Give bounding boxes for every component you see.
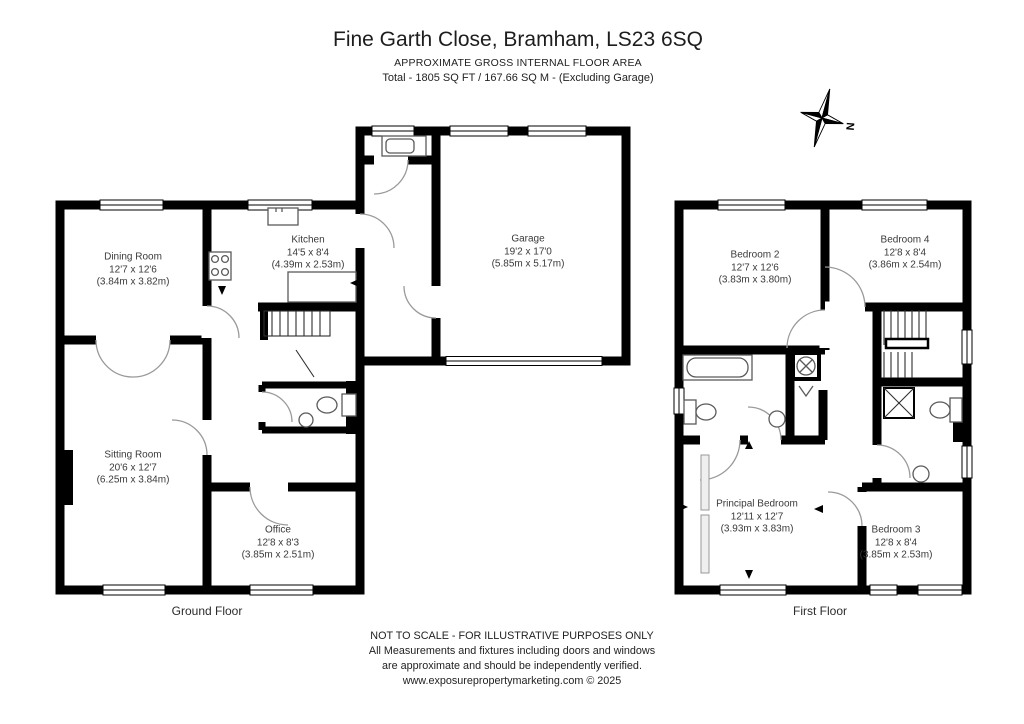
oven-icon [267,207,299,226]
wardrobe [700,514,710,574]
room-name: Bedroom 4 [880,234,930,246]
stair-rail [884,337,930,350]
compass-icon: N [800,88,856,148]
double-door-arc [132,339,171,378]
room-name: Kitchen [291,234,325,246]
ground-floor-plan [55,125,631,596]
threshold-arrow [218,286,226,295]
room-label-bedroom-2: Bedroom 2 12'7 x 12'6 (3.83m x 3.80m) [719,249,792,287]
door-arc [824,266,866,308]
room-dims-metric: (3.85m x 2.51m) [241,549,315,561]
threshold-arrow [350,279,359,287]
room-dims-metric: (3.83m x 3.80m) [718,274,792,286]
staircase-first [883,310,930,378]
door-arc [206,305,240,339]
disclaimer: NOT TO SCALE - FOR ILLUSTRATIVE PURPOSES… [369,629,655,689]
room-dims-imperial: 12'7 x 12'6 [109,263,157,275]
room-dims-metric: (5.85m x 5.17m) [491,258,565,270]
room-dims-metric: (6.25m x 3.84m) [96,474,170,486]
door-arc [827,491,863,527]
kitchen-counter [287,271,357,303]
door-arc [261,391,293,423]
room-dims-imperial: 12'8 x 8'3 [256,536,300,548]
room-label-dining-room: Dining Room 12'7 x 12'6 (3.84m x 3.82m) [97,251,170,289]
room-dims-imperial: 12'8 x 8'4 [874,536,918,548]
first-floor-windows [673,199,973,596]
room-name: Bedroom 2 [730,249,780,261]
total-area-line: Total - 1805 SQ FT / 167.66 SQ M - (Excl… [382,72,654,84]
room-label-office: Office 12'8 x 8'3 (3.85m x 2.51m) [242,524,315,562]
understairs-door [295,349,315,378]
door-arc [359,213,395,249]
door-arc [403,285,437,319]
door-arc [249,486,289,526]
ground-floor-windows [99,125,603,596]
door-arc [171,419,208,456]
first-floor-fixtures [679,351,963,579]
hob-icon [208,251,232,281]
wc-toilet-icon [341,393,357,417]
room-name: Sitting Room [104,449,162,461]
room-dims-imperial: 12'11 x 12'7 [730,510,784,522]
room-name: Office [265,524,291,536]
room-dims-imperial: 19'2 x 17'0 [504,245,552,257]
disclaimer-line-1: NOT TO SCALE - FOR ILLUSTRATIVE PURPOSES… [370,630,654,642]
header: Fine Garth Close, Bramham, LS23 6SQ APPR… [333,28,703,84]
room-dims-metric: (3.84m x 3.82m) [96,276,170,288]
room-dims-imperial: 20'6 x 12'7 [109,461,157,473]
bathroom-toilet-icon [683,399,697,425]
wardrobe [700,454,710,511]
room-label-kitchen: Kitchen 14'5 x 8'4 (4.39m x 2.53m) [272,234,345,272]
ground-floor-fixtures [208,135,427,428]
disclaimer-line-2: All Measurements and fixtures including … [368,645,656,657]
chevron-mark [798,385,814,398]
room-dims-imperial: 12'8 x 8'4 [883,246,927,258]
disclaimer-line-4: www.exposurepropertymarketing.com © 2025 [402,675,622,687]
room-label-garage: Garage 19'2 x 17'0 (5.85m x 5.17m) [492,233,565,271]
first-floor-plan [673,199,973,596]
disclaimer-line-3: are approximate and should be independen… [382,660,642,672]
room-label-sitting-room: Sitting Room 20'6 x 12'7 (6.25m x 3.84m) [97,449,170,487]
room-name: Dining Room [104,251,162,263]
room-label-bedroom-3: Bedroom 3 12'8 x 8'4 (3.85m x 2.53m) [860,524,933,562]
threshold-arrow [745,570,753,579]
ground-floor-doors [95,154,442,526]
room-dims-imperial: 12'7 x 12'6 [731,261,779,273]
door-arc [373,159,409,195]
bathroom-basin-icon [768,410,786,428]
utility-sink-icon [381,135,427,157]
extractor-icon [796,356,816,376]
ensuite-basin-icon [912,465,930,483]
floor-area-subtitle: APPROXIMATE GROSS INTERNAL FLOOR AREA [394,57,642,69]
room-name: Bedroom 3 [871,524,921,536]
door-arc [786,309,826,349]
staircase-ground [263,310,331,337]
chimney-breast [60,450,73,505]
door-arc [876,444,911,479]
ground-floor-caption: Ground Floor [171,604,243,618]
threshold-arrow [745,441,753,449]
compass-north-label: N [843,122,856,131]
bath-icon [682,354,753,381]
room-dims-imperial: 14'5 x 8'4 [286,246,330,258]
ensuite-toilet-icon [949,397,963,423]
double-door-arc [95,339,134,378]
room-name: Garage [511,233,545,245]
room-dims-metric: (4.39m x 2.53m) [271,259,345,271]
room-dims-metric: (3.93m x 3.83m) [720,523,794,535]
page-title: Fine Garth Close, Bramham, LS23 6SQ [333,28,703,51]
room-label-principal-bedroom: Principal Bedroom 12'11 x 12'7 (3.93m x … [716,498,798,536]
threshold-arrow [679,503,688,511]
wc-basin-icon [298,412,314,428]
room-dims-metric: (3.86m x 2.54m) [868,259,942,271]
threshold-arrow [814,505,823,513]
room-label-bedroom-4: Bedroom 4 12'8 x 8'4 (3.86m x 2.54m) [869,234,942,272]
first-floor-caption: First Floor [793,604,847,618]
room-name: Principal Bedroom [716,498,798,510]
room-dims-metric: (3.85m x 2.53m) [859,549,933,561]
